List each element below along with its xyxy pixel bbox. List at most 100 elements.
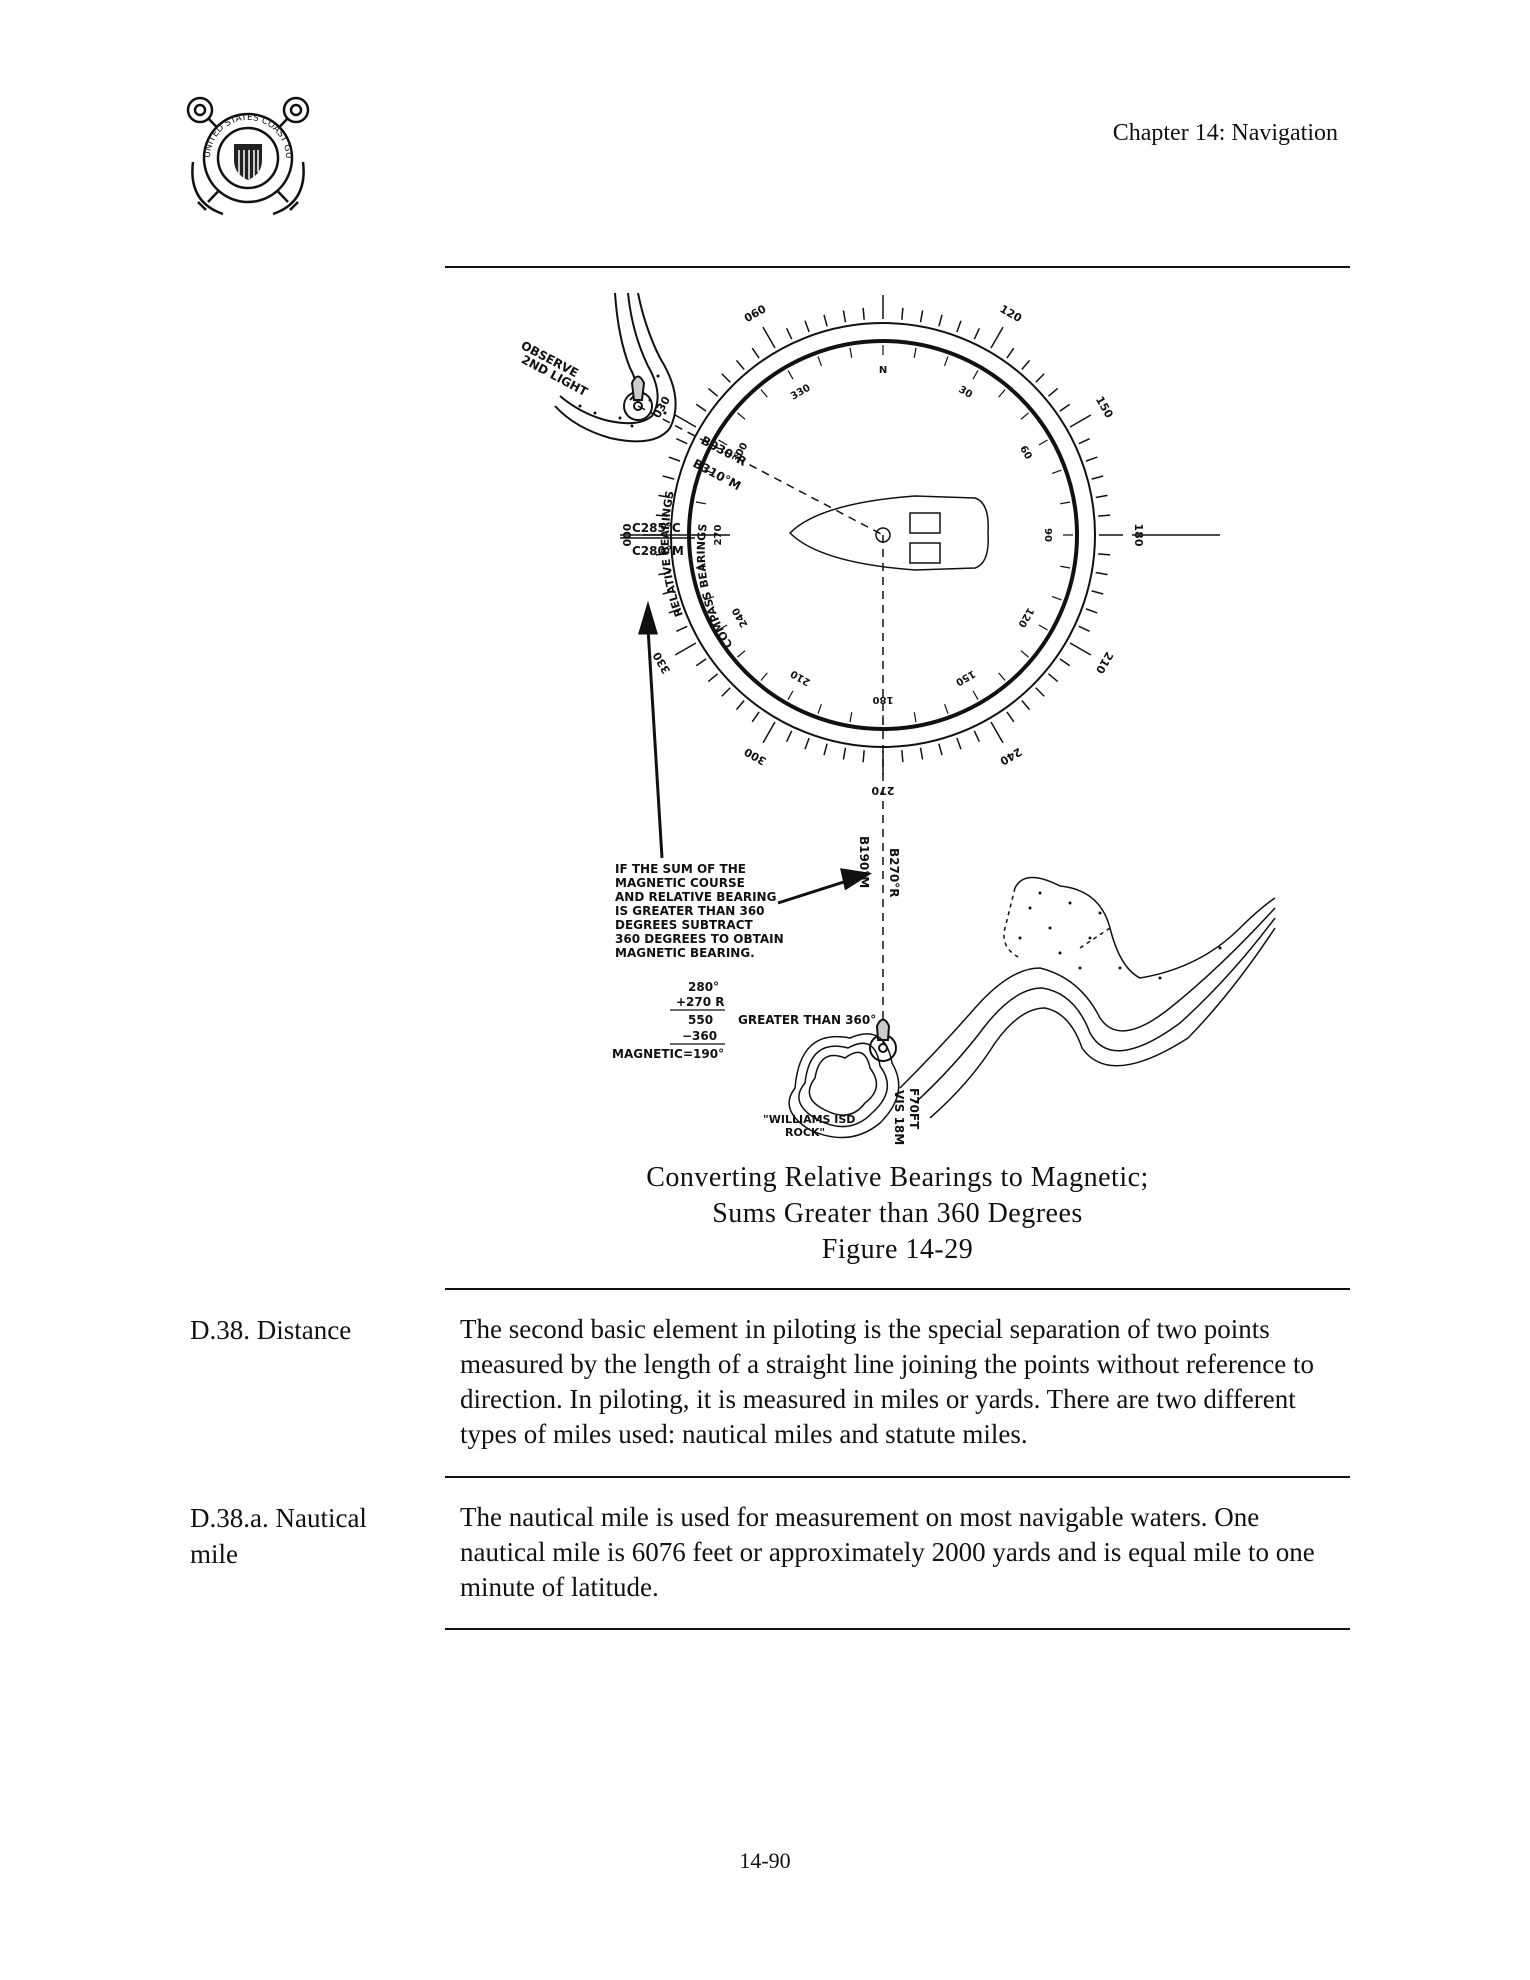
relative-tick bbox=[1047, 387, 1059, 397]
svg-text:280°: 280° bbox=[688, 980, 719, 994]
relative-tick bbox=[1059, 403, 1071, 412]
relative-tick bbox=[762, 721, 776, 744]
svg-text:MAGNETIC: MAGNETIC bbox=[612, 1047, 683, 1061]
figure-caption: Converting Relative Bearings to Magnetic… bbox=[445, 1160, 1350, 1268]
caption-rule bbox=[445, 1288, 1350, 1290]
section-rule bbox=[445, 1476, 1350, 1478]
compass-bearing-label: 300 bbox=[731, 441, 751, 465]
north-light-symbol bbox=[623, 375, 653, 421]
rock-label-1: "WILLIAMS ISD bbox=[763, 1113, 855, 1126]
relative-tick bbox=[1085, 608, 1098, 614]
compass-bearing-label: 60 bbox=[1017, 444, 1034, 462]
compass-tick bbox=[1051, 469, 1062, 475]
relative-bearing-label: 210 bbox=[1093, 650, 1116, 677]
relative-tick bbox=[655, 514, 668, 517]
compass-bearing-label: 180 bbox=[873, 694, 894, 705]
section-label-nautical-mile: D.38.a. Nautical mile bbox=[190, 1503, 367, 1569]
svg-text:360 DEGREES TO OBTAIN: 360 DEGREES TO OBTAIN bbox=[615, 932, 784, 946]
compass-tick bbox=[1038, 624, 1048, 631]
caption-line-1: Converting Relative Bearings to Magnetic… bbox=[646, 1162, 1149, 1193]
relative-tick bbox=[1095, 571, 1108, 576]
relative-tick bbox=[1059, 658, 1071, 667]
top-rule bbox=[445, 266, 1350, 268]
svg-text:MAGNETIC COURSE: MAGNETIC COURSE bbox=[615, 876, 745, 890]
svg-text:AND RELATIVE BEARING: AND RELATIVE BEARING bbox=[615, 890, 776, 904]
light-characteristic: F70FT bbox=[907, 1088, 921, 1130]
relative-tick bbox=[1069, 642, 1092, 656]
relative-tick bbox=[1069, 414, 1092, 428]
svg-text:IF THE SUM OF THE: IF THE SUM OF THE bbox=[615, 862, 746, 876]
caption-line-3: Figure 14-29 bbox=[821, 1234, 974, 1265]
b270r-label: B270°R bbox=[887, 848, 901, 897]
relative-tick bbox=[762, 326, 776, 349]
compass-tick bbox=[913, 712, 917, 723]
relative-tick bbox=[662, 590, 675, 595]
relative-tick bbox=[658, 494, 671, 499]
compass-tick bbox=[1060, 565, 1071, 569]
compass-tick bbox=[760, 672, 768, 681]
relative-tick bbox=[842, 310, 847, 323]
relative-tick bbox=[804, 320, 810, 333]
relative-tick bbox=[919, 310, 924, 323]
c285c-label: C285°C bbox=[632, 521, 681, 535]
compass-bearing-label: N bbox=[879, 365, 887, 376]
compass-tick bbox=[695, 565, 706, 569]
compass-tick bbox=[787, 690, 794, 700]
relative-tick bbox=[938, 314, 943, 327]
relative-tick bbox=[1078, 437, 1090, 445]
relative-tick bbox=[956, 320, 962, 333]
section-text-distance: The second basic element in piloting is … bbox=[460, 1314, 1315, 1449]
relative-tick bbox=[695, 658, 707, 667]
relative-tick bbox=[1021, 359, 1031, 371]
svg-text:GREATER THAN 360°: GREATER THAN 360° bbox=[738, 1013, 876, 1027]
chapter-header: Chapter 14: Navigation bbox=[1112, 120, 1338, 146]
relative-tick bbox=[676, 625, 688, 633]
compass-bearing-label: 30 bbox=[956, 384, 974, 401]
relative-tick bbox=[1035, 687, 1045, 697]
relative-tick bbox=[1098, 553, 1111, 556]
compass-bearing-label: 90 bbox=[1042, 528, 1053, 542]
relative-bearing-label: 300 bbox=[742, 745, 769, 768]
south-stipple bbox=[1018, 891, 1222, 980]
relative-tick bbox=[1085, 456, 1098, 462]
island-stipple bbox=[578, 374, 667, 428]
caption-line-2: Sums Greater than 360 Degrees bbox=[712, 1198, 1083, 1229]
relative-tick bbox=[1035, 373, 1045, 383]
compass-tick bbox=[913, 347, 917, 358]
svg-text:MAGNETIC BEARING.: MAGNETIC BEARING. bbox=[615, 946, 755, 960]
compass-tick bbox=[972, 370, 979, 380]
relative-tick bbox=[785, 730, 793, 742]
williams-rock bbox=[788, 1033, 900, 1139]
relative-bearing-label: 240 bbox=[997, 745, 1024, 768]
relative-tick bbox=[938, 743, 943, 756]
relative-tick bbox=[973, 730, 981, 742]
compass-bearing-label: 210 bbox=[789, 667, 813, 687]
boat-outline bbox=[788, 495, 989, 571]
relative-tick bbox=[695, 403, 707, 412]
island-south bbox=[899, 876, 1276, 1119]
relative-tick bbox=[823, 743, 828, 756]
bottom-rule bbox=[445, 1628, 1350, 1630]
compass-tick bbox=[972, 690, 979, 700]
relative-tick bbox=[676, 437, 688, 445]
compass-tick bbox=[695, 501, 706, 505]
compass-tick bbox=[718, 439, 728, 446]
section-label-distance: D.38. Distance bbox=[190, 1315, 352, 1345]
relative-tick bbox=[901, 750, 904, 763]
compass-tick bbox=[704, 469, 715, 475]
magnetic-bearing-note: IF THE SUM OF THE MAGNETIC COURSE AND RE… bbox=[615, 862, 784, 960]
svg-text:DEGREES SUBTRACT: DEGREES SUBTRACT bbox=[615, 918, 754, 932]
compass-bearing-label: 330 bbox=[789, 383, 813, 403]
svg-text:+270 R: +270 R bbox=[676, 995, 725, 1009]
relative-tick bbox=[785, 328, 793, 340]
compass-tick bbox=[849, 347, 853, 358]
compass-bearing-label: 240 bbox=[731, 605, 751, 629]
relative-tick bbox=[1098, 514, 1111, 517]
relative-tick bbox=[721, 373, 731, 383]
compass-tick bbox=[849, 712, 853, 723]
page-number: 14-90 bbox=[739, 1848, 791, 1873]
relative-tick bbox=[1095, 494, 1108, 499]
relative-tick bbox=[990, 721, 1004, 744]
relative-bearing-label: 330 bbox=[650, 649, 673, 676]
